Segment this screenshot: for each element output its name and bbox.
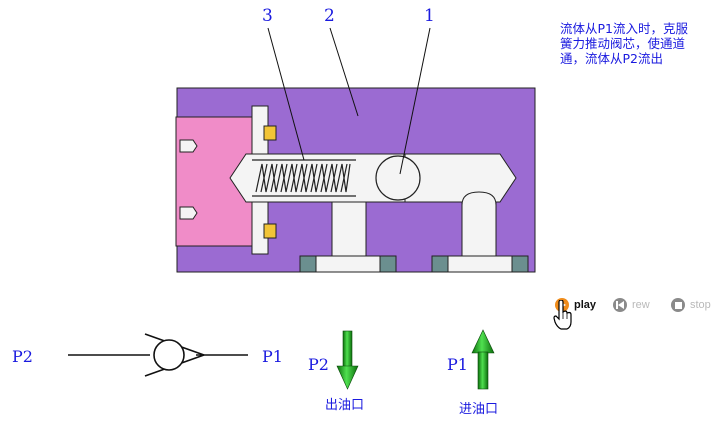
outlet-arrow (336, 330, 359, 390)
description-line-1: 流体从P1流入时，克服 (560, 21, 688, 36)
description-line-2: 簧力推动阀芯，使通道 (560, 36, 686, 51)
hand-cursor-icon (553, 300, 572, 330)
outlet-label: 出油口 (325, 398, 364, 413)
rewind-icon (613, 298, 627, 312)
flow-channel (299, 153, 529, 273)
end-cover (175, 105, 277, 255)
valve-spool (229, 153, 406, 203)
stop-icon (671, 298, 685, 312)
callout-1: 1 (424, 6, 435, 26)
callout-3: 3 (262, 6, 273, 26)
description-text: 流体从P1流入时，克服 簧力推动阀芯，使通道 通，流体从P2流出 (560, 21, 720, 66)
symbol-label-p2: P2 (12, 347, 33, 366)
inlet-port-label: P1 (447, 355, 468, 374)
symbol-label-p1: P1 (262, 347, 283, 366)
stop-label: stop (690, 299, 711, 311)
rewind-button[interactable]: rew (613, 296, 650, 314)
stop-button[interactable]: stop (671, 296, 711, 314)
valve-ball (375, 155, 421, 201)
callout-2: 2 (324, 6, 335, 26)
rewind-label: rew (632, 299, 650, 311)
inlet-arrow (471, 329, 495, 390)
description-line-3: 通，流体从P2流出 (560, 51, 663, 66)
play-label: play (574, 299, 597, 311)
leader-lines (267, 27, 431, 175)
inlet-label: 进油口 (459, 402, 498, 417)
check-valve-symbol (68, 333, 248, 377)
outlet-port-label: P2 (308, 355, 329, 374)
